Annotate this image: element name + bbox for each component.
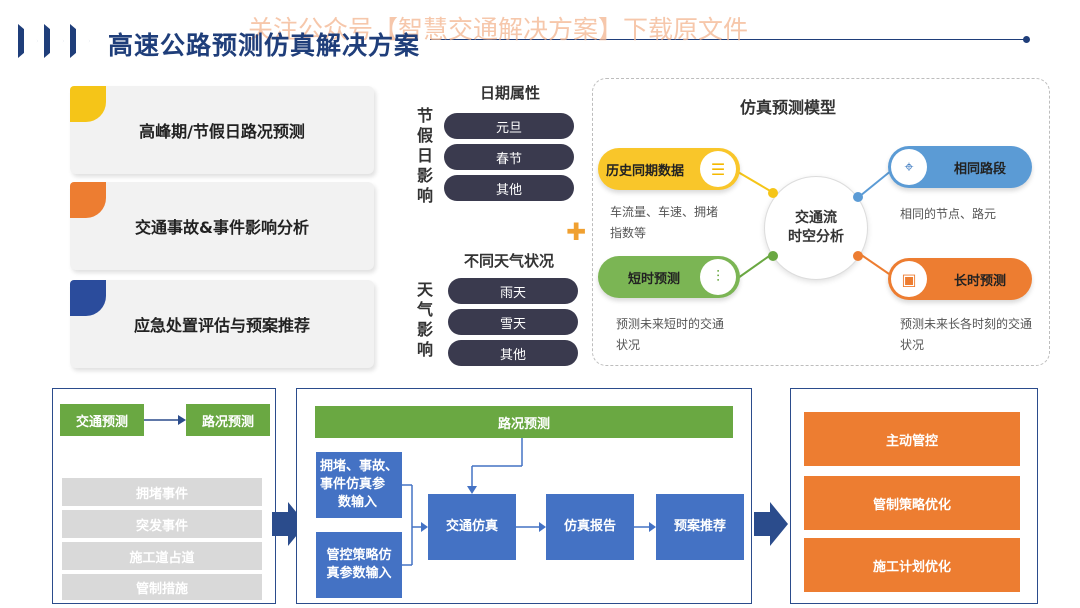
scenario-label: 应急处置评估与预案推荐	[133, 316, 310, 335]
hub-dot-orange	[853, 251, 863, 261]
long-term-desc: 预测未来长各时刻的交通 状况	[900, 317, 1033, 352]
same-road-pill: ⌖ 相同路段	[888, 146, 1032, 188]
hub-dot-green	[768, 251, 778, 261]
watermark: 关注公众号【智慧交通解决方案】下载原文件	[248, 15, 749, 44]
map-pin-icon: ⌖	[891, 149, 927, 185]
scenario-card-peak: 高峰期/节假日路况预测	[70, 86, 374, 174]
same-road-label: 相同路段	[954, 162, 1007, 177]
control-input-box: 管控策略仿 真参数输入	[316, 532, 402, 598]
traffic-predict-box: 交通预测	[60, 404, 144, 436]
weather-item: 雪天	[448, 309, 578, 335]
page-title: 高速公路预测仿真解决方案	[108, 31, 421, 60]
road-predict-banner: 路况预测	[315, 406, 733, 438]
database-icon: ☰	[700, 151, 736, 187]
header-chevrons	[18, 24, 98, 58]
model-connectors	[737, 169, 893, 279]
same-road-desc: 相同的节点、路元	[900, 207, 997, 221]
outcome-item: 管制策略优化	[804, 476, 1020, 530]
scenario-label: 交通事故&事件影响分析	[135, 218, 309, 237]
date-item: 元旦	[444, 113, 574, 139]
short-term-pill: 短时预测 ⫶	[598, 256, 740, 298]
plus-icon: ✚	[566, 218, 587, 246]
arrow-right-icon	[144, 415, 186, 425]
scenario-card-emergency: 应急处置评估与预案推荐	[70, 280, 374, 368]
event-item: 拥堵事件	[62, 478, 262, 506]
weather-impact-label: 天 气 影 响	[416, 280, 433, 359]
long-term-pill: ▣ 长时预测	[888, 258, 1032, 300]
road-predict-box: 路况预测	[186, 404, 270, 436]
sliders-icon: ⫶	[700, 259, 736, 295]
scenario-label: 高峰期/节假日路况预测	[139, 122, 305, 141]
history-desc: 车流量、车速、拥堵 指数等	[610, 205, 719, 240]
hub-dot-blue	[853, 192, 863, 202]
mid-flow-connectors	[402, 438, 656, 566]
short-term-label: 短时预测	[628, 272, 681, 287]
weather-item: 其他	[448, 340, 578, 366]
scenario-tab-blue	[70, 280, 106, 316]
long-term-label: 长时预测	[954, 274, 1007, 289]
flow-arrow-icon	[754, 502, 788, 546]
event-item: 施工道占道	[62, 542, 262, 570]
traffic-sim-box: 交通仿真	[428, 494, 516, 560]
scenario-tab-yellow	[70, 86, 106, 122]
plan-recommend-box: 预案推荐	[656, 494, 744, 560]
incident-input-box: 拥堵、事故、 事件仿真参 数输入	[316, 452, 402, 518]
event-item: 突发事件	[62, 510, 262, 538]
short-term-desc: 预测未来短时的交通 状况	[616, 317, 725, 352]
image-icon: ▣	[891, 261, 927, 297]
header-rule-dot	[1023, 36, 1030, 43]
weather-item: 雨天	[448, 278, 578, 304]
scenario-tab-orange	[70, 182, 106, 218]
model-panel	[592, 78, 1050, 366]
outcome-item: 主动管控	[804, 412, 1020, 466]
scenario-card-accident: 交通事故&事件影响分析	[70, 182, 374, 270]
date-item: 春节	[444, 144, 574, 170]
history-data-pill: 历史同期数据 ☰	[598, 148, 740, 190]
outcome-item: 施工计划优化	[804, 538, 1020, 592]
model-title: 仿真预测模型	[740, 98, 837, 117]
history-data-label: 历史同期数据	[606, 164, 685, 179]
weather-title: 不同天气状况	[464, 252, 555, 270]
flow-arrow-icon	[272, 502, 306, 546]
traffic-flow-hub: 交通流 时空分析	[764, 176, 868, 280]
holiday-impact-label: 节 假 日 影 响	[416, 106, 433, 205]
header-rule	[430, 39, 1026, 40]
date-attr-title: 日期属性	[480, 84, 541, 102]
sim-report-box: 仿真报告	[546, 494, 634, 560]
date-item: 其他	[444, 175, 574, 201]
event-item: 管制措施	[62, 574, 262, 600]
hub-dot-yellow	[768, 188, 778, 198]
